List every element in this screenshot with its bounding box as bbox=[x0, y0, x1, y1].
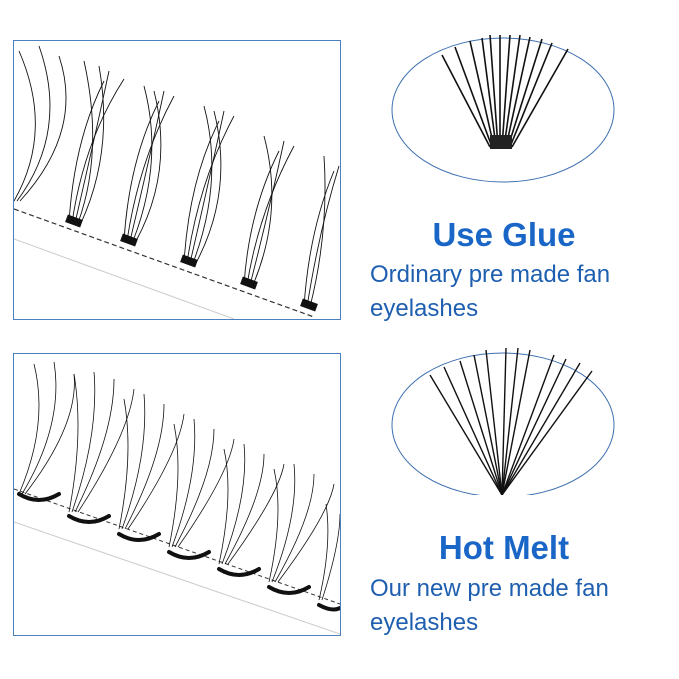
glue-lashes-photo bbox=[13, 40, 341, 320]
hot-melt-fan-diagram bbox=[391, 347, 615, 495]
hot-melt-lashes-photo bbox=[13, 353, 341, 636]
glue-description-line1: Ordinary pre made fan bbox=[370, 261, 611, 288]
hot-melt-description-line1: Our new pre made fan bbox=[370, 575, 609, 602]
glue-title: Use Glue bbox=[432, 216, 576, 253]
hot-melt-lashes-illustration bbox=[14, 361, 340, 635]
glue-lashes-illustration bbox=[14, 45, 340, 319]
hot-melt-title: Hot Melt bbox=[438, 529, 570, 566]
glue-description: Ordinary pre made fan eyelashes bbox=[370, 258, 670, 326]
glue-fan-diagram bbox=[391, 35, 615, 183]
glue-description-line2: eyelashes bbox=[370, 295, 479, 322]
hot-melt-description: Our new pre made fan eyelashes bbox=[370, 572, 670, 640]
hot-melt-description-line2: eyelashes bbox=[370, 609, 479, 636]
